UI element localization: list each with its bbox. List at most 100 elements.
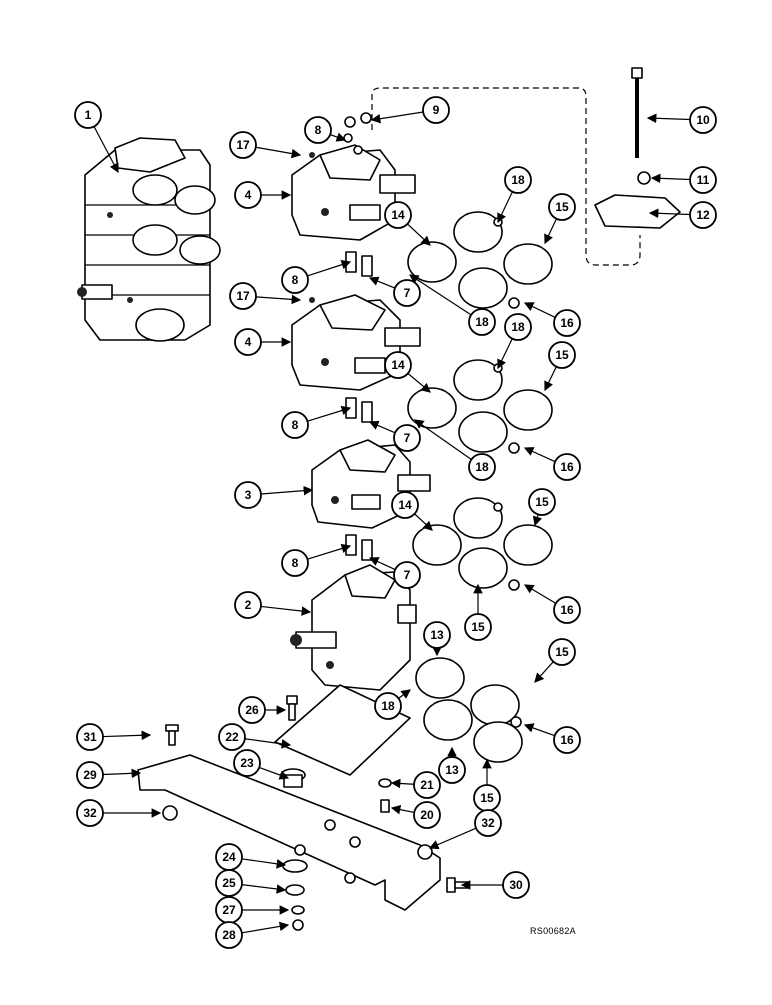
screw-20 bbox=[380, 799, 390, 813]
washer-27 bbox=[291, 905, 305, 915]
callout-4: 4 bbox=[234, 181, 292, 209]
nut-28 bbox=[292, 919, 304, 931]
cover-plate-12 bbox=[594, 194, 681, 229]
callout-15: 15 bbox=[528, 488, 556, 527]
callout-number: 7 bbox=[404, 286, 411, 300]
bracket-hole bbox=[344, 872, 356, 884]
callout-14: 14 bbox=[391, 491, 433, 531]
callout-number: 4 bbox=[245, 335, 252, 349]
callout-circle bbox=[422, 96, 450, 124]
callout-number: 15 bbox=[535, 495, 549, 509]
callout-number: 13 bbox=[445, 763, 459, 777]
callout-27: 27 bbox=[215, 896, 290, 924]
valve-section-2 bbox=[290, 564, 417, 691]
callout-number: 18 bbox=[475, 460, 489, 474]
callout-number: 18 bbox=[381, 699, 395, 713]
callout-number: 24 bbox=[222, 850, 236, 864]
callout-circle bbox=[689, 166, 717, 194]
callout-circle bbox=[474, 809, 502, 837]
callout-number: 32 bbox=[481, 816, 495, 830]
callout-number: 8 bbox=[292, 418, 299, 432]
callout-number: 2 bbox=[245, 598, 252, 612]
callout-circle bbox=[464, 613, 492, 641]
callout-circle bbox=[215, 869, 243, 897]
callout-leader-line bbox=[259, 766, 290, 780]
callout-18: 18 bbox=[414, 419, 496, 481]
callout-21: 21 bbox=[390, 771, 441, 799]
callout-leader-line bbox=[544, 218, 557, 245]
valve-section-3 bbox=[311, 439, 431, 529]
callout-3: 3 bbox=[234, 481, 314, 509]
callout-22: 22 bbox=[218, 723, 292, 751]
callout-number: 14 bbox=[391, 208, 405, 222]
bracket-29 bbox=[137, 754, 441, 911]
callout-number: 29 bbox=[83, 768, 97, 782]
callout-leader-line bbox=[93, 126, 119, 174]
callout-leader-line bbox=[307, 543, 352, 560]
callout-circle bbox=[553, 309, 581, 337]
callout-number: 18 bbox=[475, 315, 489, 329]
callout-7: 7 bbox=[368, 276, 421, 307]
callout-number: 16 bbox=[560, 733, 574, 747]
callout-circle bbox=[304, 116, 332, 144]
callout-1: 1 bbox=[74, 101, 119, 174]
callout-circle bbox=[76, 799, 104, 827]
washer-24 bbox=[282, 859, 308, 873]
callout-leader-line bbox=[329, 132, 347, 142]
callout-leader-line bbox=[497, 338, 513, 370]
callout-circle bbox=[548, 193, 576, 221]
callout-number: 11 bbox=[697, 173, 710, 187]
callout-number: 17 bbox=[236, 138, 250, 152]
callout-number: 3 bbox=[245, 488, 252, 502]
callout-leader-line bbox=[414, 513, 433, 531]
callout-circle bbox=[528, 488, 556, 516]
callout-16: 16 bbox=[523, 302, 581, 337]
callout-leader-line bbox=[307, 260, 352, 277]
callout-leader-line bbox=[408, 274, 472, 316]
callout-number: 25 bbox=[222, 876, 236, 890]
callout-15: 15 bbox=[473, 758, 501, 812]
callout-circle bbox=[76, 761, 104, 789]
callout-circle bbox=[553, 453, 581, 481]
callout-circle bbox=[234, 328, 262, 356]
callout-16: 16 bbox=[523, 723, 581, 754]
reference-code: RS00682A bbox=[530, 926, 576, 936]
callout-leader-line bbox=[368, 557, 396, 571]
callout-leader-line bbox=[532, 514, 543, 527]
callout-number: 15 bbox=[471, 620, 485, 634]
callout-leader-line bbox=[414, 419, 472, 461]
callout-leader-line bbox=[102, 730, 152, 741]
callout-4: 4 bbox=[234, 328, 292, 356]
callout-16: 16 bbox=[523, 584, 581, 624]
nut-11 bbox=[637, 171, 651, 185]
callout-circle bbox=[234, 181, 262, 209]
dashed-assembly-line bbox=[371, 87, 641, 266]
callout-18: 18 bbox=[497, 313, 532, 370]
callout-circle bbox=[393, 424, 421, 452]
callout-circle bbox=[281, 549, 309, 577]
callout-circle bbox=[384, 351, 412, 379]
callout-12: 12 bbox=[648, 201, 717, 229]
callout-number: 15 bbox=[480, 791, 494, 805]
valve-section-4-top bbox=[291, 144, 416, 241]
callout-leader-line bbox=[648, 208, 691, 219]
callout-leader-line bbox=[244, 738, 292, 749]
callout-number: 31 bbox=[83, 730, 97, 744]
bracket-hole bbox=[294, 844, 306, 856]
callout-circle bbox=[281, 411, 309, 439]
callout-leader-line bbox=[523, 723, 555, 737]
callout-8: 8 bbox=[304, 116, 347, 144]
callout-29: 29 bbox=[76, 761, 142, 789]
callout-leader-line bbox=[534, 661, 554, 683]
callout-circle bbox=[468, 308, 496, 336]
callout-circle bbox=[233, 749, 261, 777]
callout-circle bbox=[468, 453, 496, 481]
callout-circle bbox=[548, 638, 576, 666]
callout-number: 15 bbox=[555, 200, 569, 214]
callout-15: 15 bbox=[544, 193, 576, 245]
callout-25: 25 bbox=[215, 869, 287, 897]
callout-number: 18 bbox=[511, 173, 525, 187]
callout-7: 7 bbox=[368, 420, 421, 452]
callout-leader-line bbox=[255, 294, 302, 305]
assembled-valve-stack bbox=[77, 137, 221, 342]
